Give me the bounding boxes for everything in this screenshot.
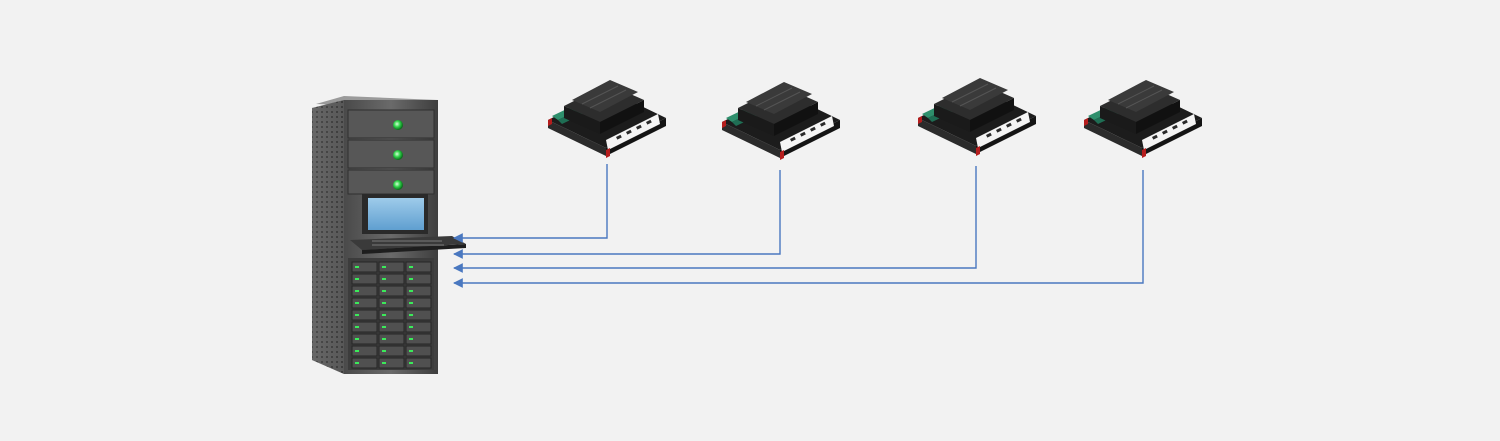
- drive-status-led-icon: [382, 314, 386, 316]
- drive-bay: [378, 333, 405, 345]
- drive-status-led-icon: [355, 314, 359, 316]
- drive-bay: [351, 309, 378, 321]
- drive-bay: [351, 321, 378, 333]
- power-led-icon: [393, 120, 403, 130]
- drive-bay: [378, 285, 405, 297]
- drive-bay: [405, 261, 432, 273]
- drive-status-led-icon: [382, 302, 386, 304]
- drive-status-led-icon: [355, 266, 359, 268]
- drive-bay: [405, 345, 432, 357]
- drive-status-led-icon: [409, 350, 413, 352]
- drive-bay: [351, 333, 378, 345]
- drive-status-led-icon: [355, 302, 359, 304]
- server-module-2[interactable]: [721, 81, 841, 161]
- drive-bay: [405, 297, 432, 309]
- drive-bays: [348, 258, 434, 370]
- drive-bay: [405, 285, 432, 297]
- drive-bay: [378, 273, 405, 285]
- drive-status-led-icon: [382, 350, 386, 352]
- drive-status-led-icon: [409, 326, 413, 328]
- keyboard-tray[interactable]: [350, 236, 466, 254]
- monitor-screen: [368, 198, 424, 230]
- drive-bay: [378, 309, 405, 321]
- connector-2: [453, 170, 781, 259]
- drive-bay: [405, 321, 432, 333]
- drive-bay: [351, 297, 378, 309]
- power-led-icon: [393, 180, 403, 190]
- drive-bay: [405, 357, 432, 369]
- drive-status-led-icon: [355, 338, 359, 340]
- drive-status-led-icon: [382, 338, 386, 340]
- drive-status-led-icon: [355, 278, 359, 280]
- drive-bay: [378, 297, 405, 309]
- connector-4: [453, 170, 1144, 288]
- drive-bay: [378, 321, 405, 333]
- drive-bay: [351, 273, 378, 285]
- drive-status-led-icon: [409, 338, 413, 340]
- drive-status-led-icon: [382, 326, 386, 328]
- drive-bay: [378, 261, 405, 273]
- server-module-3[interactable]: [917, 77, 1037, 157]
- drive-bay: [378, 345, 405, 357]
- drive-bay: [351, 285, 378, 297]
- drive-status-led-icon: [409, 302, 413, 304]
- connector-1: [453, 164, 608, 243]
- drive-status-led-icon: [409, 278, 413, 280]
- rack-top-units: [347, 109, 435, 195]
- connectors: [453, 164, 1144, 288]
- drive-status-led-icon: [382, 362, 386, 364]
- drive-bay: [351, 357, 378, 369]
- power-led-icon: [393, 150, 403, 160]
- drive-status-led-icon: [355, 350, 359, 352]
- server-module-4[interactable]: [1083, 79, 1203, 159]
- drive-status-led-icon: [355, 326, 359, 328]
- drive-status-led-icon: [355, 290, 359, 292]
- rack-server[interactable]: [312, 96, 466, 374]
- drive-status-led-icon: [382, 278, 386, 280]
- drive-status-led-icon: [382, 266, 386, 268]
- drive-bay: [351, 345, 378, 357]
- drive-status-led-icon: [409, 314, 413, 316]
- drive-status-led-icon: [382, 290, 386, 292]
- server-module-1[interactable]: [547, 79, 667, 159]
- drive-status-led-icon: [355, 362, 359, 364]
- drive-bay: [351, 261, 378, 273]
- drive-bay: [405, 273, 432, 285]
- drive-bay: [405, 309, 432, 321]
- drive-bay: [405, 333, 432, 345]
- drive-status-led-icon: [409, 362, 413, 364]
- drive-bay: [378, 357, 405, 369]
- drive-status-led-icon: [409, 266, 413, 268]
- connector-3: [453, 166, 977, 273]
- drive-status-led-icon: [409, 290, 413, 292]
- console-monitor[interactable]: [362, 194, 428, 234]
